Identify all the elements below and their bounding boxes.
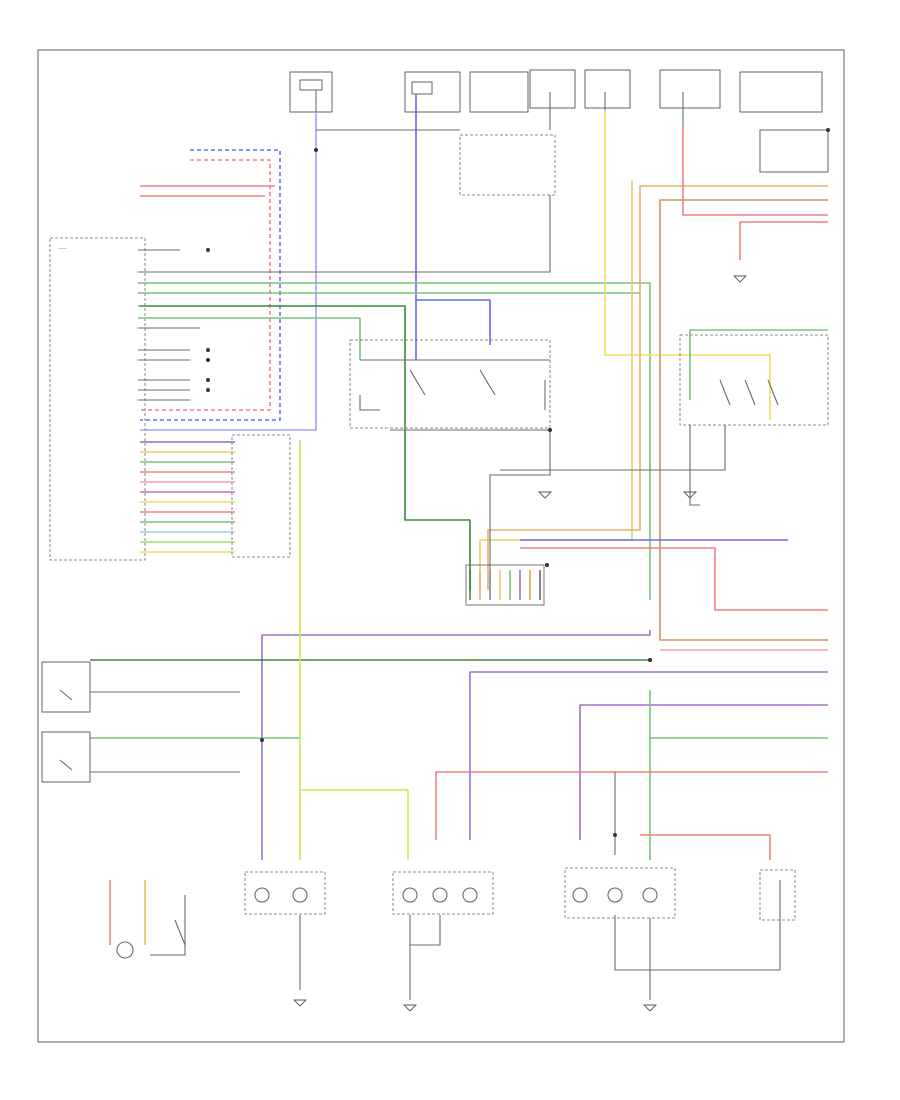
fuse-box-top-center bbox=[404, 71, 529, 113]
wire-orange bbox=[487, 185, 828, 641]
rear-combination-lamp bbox=[564, 867, 796, 1012]
hazard-switch bbox=[109, 880, 186, 959]
turn-signal-relays bbox=[349, 339, 551, 590]
hot-at-all-times-fuses bbox=[529, 69, 721, 130]
relay-box-dashed bbox=[459, 134, 556, 196]
bcm-output-rows bbox=[140, 434, 291, 558]
svg-text:____: ____ bbox=[57, 244, 68, 249]
diagram-frame bbox=[37, 49, 845, 1043]
fuse-box-top-left bbox=[289, 71, 333, 113]
ground-points bbox=[537, 275, 748, 499]
wire-light-blue bbox=[140, 112, 317, 431]
front-combination-lamp-right bbox=[392, 871, 494, 1012]
lower-wiring bbox=[90, 440, 828, 860]
relay-box-top-right bbox=[739, 71, 829, 173]
left-switches bbox=[41, 661, 91, 783]
body-control-module: ____ bbox=[49, 237, 146, 561]
wire-gray-feed bbox=[140, 129, 551, 273]
front-combination-lamp-left bbox=[244, 871, 326, 1007]
wire-red-right bbox=[520, 125, 828, 611]
wire-yellow bbox=[479, 110, 771, 590]
wire-blue-pair bbox=[140, 149, 281, 421]
hazard-switch-array bbox=[500, 329, 829, 506]
connection-dots bbox=[206, 128, 830, 837]
wire-blue-relay bbox=[415, 94, 491, 360]
junction-connector bbox=[465, 539, 788, 606]
wire-green-long bbox=[140, 282, 651, 600]
